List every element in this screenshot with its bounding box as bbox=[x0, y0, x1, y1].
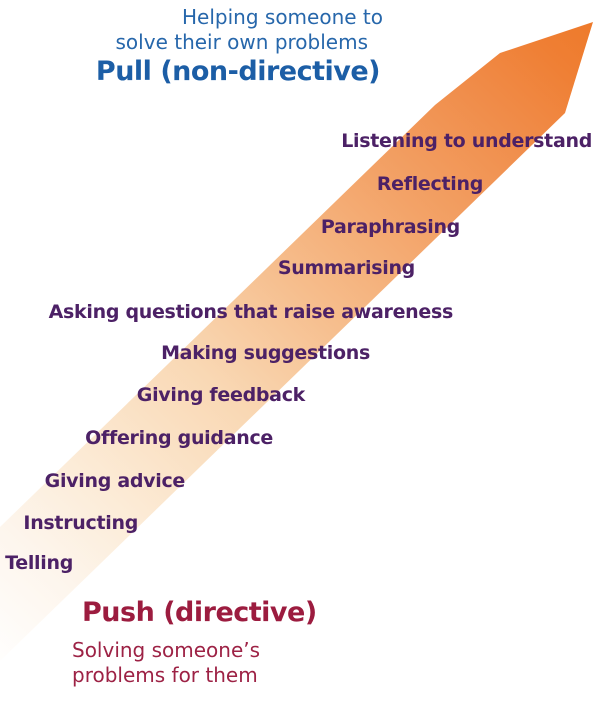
spectrum-item: Making suggestions bbox=[161, 342, 370, 364]
spectrum-item: Instructing bbox=[23, 512, 138, 534]
push-caption-line1: Solving someone’s bbox=[72, 638, 261, 662]
spectrum-item: Reflecting bbox=[376, 173, 483, 195]
pull-title: Pull (non-directive) bbox=[95, 56, 381, 87]
push-title: Push (directive) bbox=[82, 597, 317, 628]
push-caption-line2: problems for them bbox=[72, 663, 258, 687]
arrow-ribbon-shape bbox=[0, 22, 593, 661]
spectrum-item: Paraphrasing bbox=[320, 216, 460, 238]
pull-caption-line1: Helping someone to bbox=[182, 5, 383, 29]
pull-caption-line2: solve their own problems bbox=[115, 30, 368, 54]
spectrum-item: Summarising bbox=[277, 257, 415, 279]
spectrum-item: Asking questions that raise awareness bbox=[48, 301, 454, 323]
spectrum-item: Listening to understand bbox=[341, 130, 592, 152]
spectrum-item: Telling bbox=[5, 552, 73, 574]
spectrum-item: Giving advice bbox=[44, 470, 186, 492]
spectrum-item: Offering guidance bbox=[85, 427, 273, 449]
spectrum-item: Giving feedback bbox=[136, 384, 306, 406]
